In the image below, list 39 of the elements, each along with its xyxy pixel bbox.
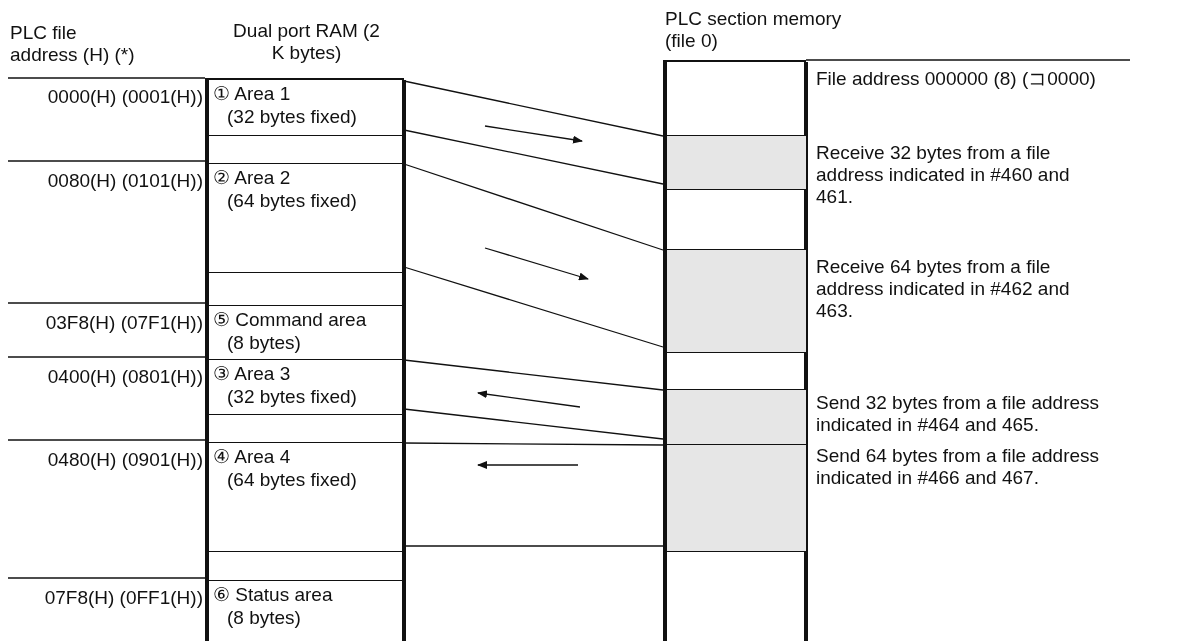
memory-segment [207, 551, 406, 580]
area-size: (64 bytes fixed) [227, 190, 357, 212]
area-name: ⑤ Command area [213, 309, 367, 331]
area-name: ④ Area 4 [213, 446, 291, 468]
description-text: Send 32 bytes from a file address indicated in #464 and 465. [816, 392, 1101, 436]
area-size: (64 bytes fixed) [227, 469, 357, 491]
projection-line [403, 442, 664, 446]
area-size: (32 bytes fixed) [227, 386, 357, 408]
projection-line [403, 408, 664, 440]
memory-segment [207, 414, 406, 442]
description-text: Receive 64 bytes from a file address indicated in #462 and 463. [816, 256, 1071, 322]
area-size: (32 bytes fixed) [227, 106, 357, 128]
address-label: 0000(H) (0001(H)) [46, 86, 203, 108]
projection-line [403, 359, 664, 391]
memory-segment [207, 135, 406, 163]
description-text: Send 64 bytes from a file address indicated in #466 and 467. [816, 445, 1101, 489]
memory-segment [665, 551, 808, 641]
projection-line [403, 266, 664, 348]
address-label: 07F8(H) (0FF1(H)) [43, 587, 203, 609]
projection-line [403, 129, 664, 185]
area-size: (8 bytes) [227, 332, 301, 354]
column-heading: PLC section memory (file 0) [665, 8, 843, 52]
projection-line [403, 80, 664, 137]
projection-line [403, 545, 664, 547]
column-heading: PLC file address (H) (*) [10, 22, 136, 66]
area-size: (8 bytes) [227, 607, 301, 629]
projection-line [403, 163, 664, 251]
address-label: 0480(H) (0901(H)) [46, 449, 203, 471]
area-name: ① Area 1 [213, 83, 291, 105]
description-text: File address 000000 (8) (コ0000) [816, 68, 1097, 90]
column-heading: Dual port RAM (2 K bytes) [232, 20, 381, 64]
area-name: ⑥ Status area [213, 584, 333, 606]
address-label: 03F8(H) (07F1(H)) [44, 312, 203, 334]
address-label: 0080(H) (0101(H)) [46, 170, 203, 192]
area-name: ③ Area 3 [213, 363, 291, 385]
description-text: Receive 32 bytes from a file address indicated in #460 and 461. [816, 142, 1071, 208]
area-name: ② Area 2 [213, 167, 291, 189]
memory-segment [207, 272, 406, 305]
address-label: 0400(H) (0801(H)) [46, 366, 203, 388]
